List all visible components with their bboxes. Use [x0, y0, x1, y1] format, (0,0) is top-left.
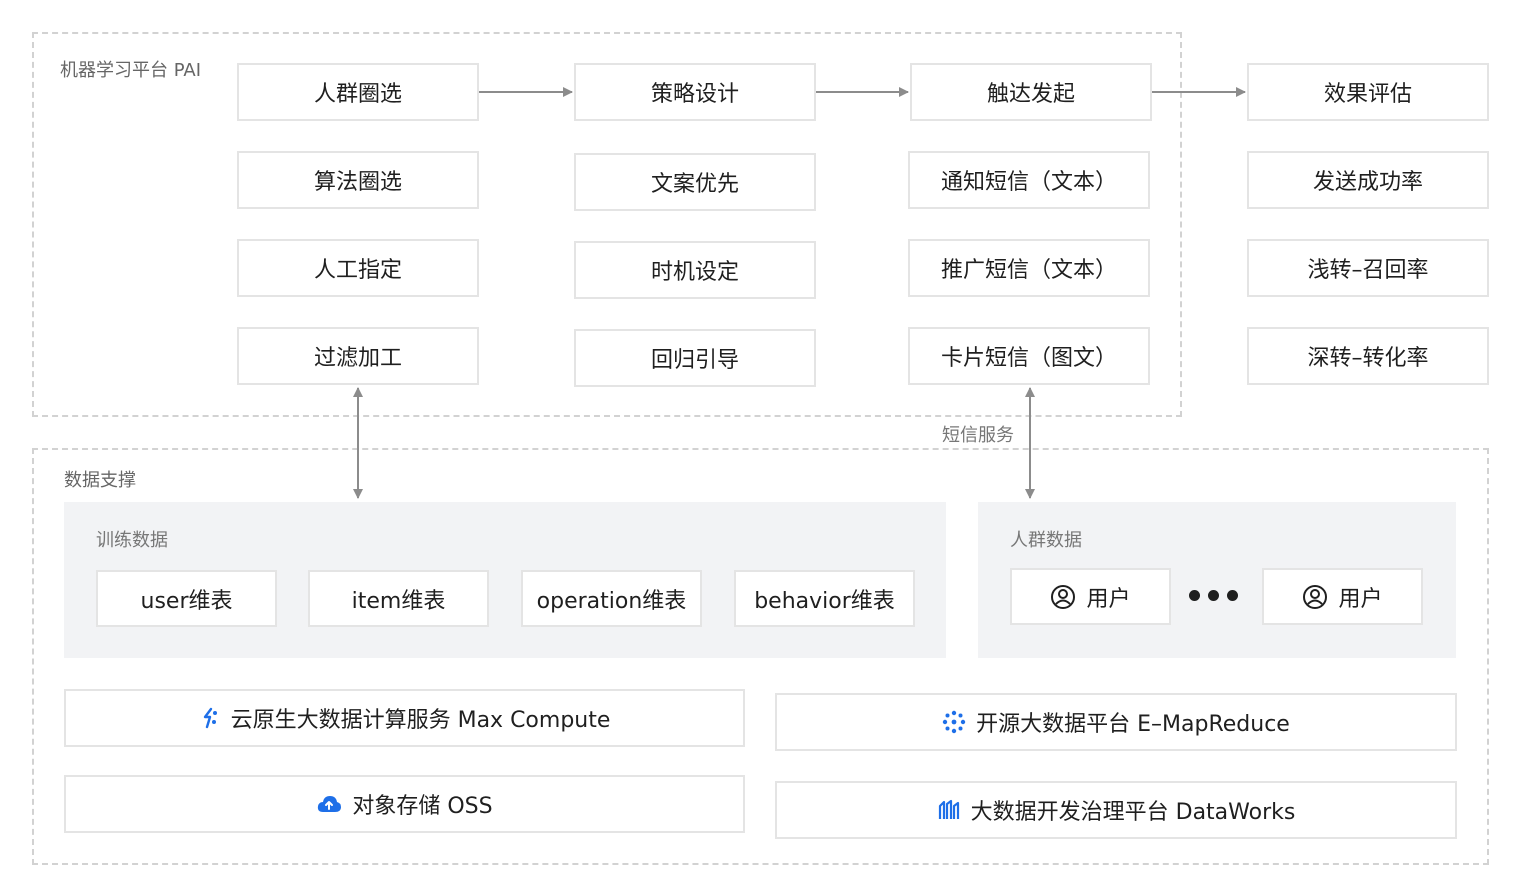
maxcompute-icon	[199, 707, 221, 729]
strategy-design-box: 策略设计	[574, 63, 816, 121]
pai-platform-label: 机器学习平台 PAI	[60, 60, 202, 81]
crowd-selection-box: 人群圈选	[237, 63, 479, 121]
ellipsis-dots	[1189, 590, 1238, 601]
dataworks-icon	[937, 798, 961, 822]
user-table-box: user维表	[96, 570, 277, 627]
dot	[1189, 590, 1200, 601]
user-box-1: 用户	[1010, 568, 1171, 625]
return-guide-box: 回归引导	[574, 329, 816, 387]
maxcompute-box: 云原生大数据计算服务 Max Compute	[64, 689, 745, 747]
copy-priority-box: 文案优先	[574, 153, 816, 211]
item-table-box: item维表	[308, 570, 489, 627]
oss-cloud-icon	[316, 793, 342, 815]
timing-setting-box: 时机设定	[574, 241, 816, 299]
data-support-group	[32, 448, 1489, 865]
emr-label: 开源大数据平台 E–MapReduce	[976, 712, 1290, 737]
maxcompute-label: 云原生大数据计算服务 Max Compute	[230, 708, 611, 733]
oss-box: 对象存储 OSS	[64, 775, 745, 833]
notice-sms-box: 通知短信（文本）	[908, 151, 1150, 209]
filter-process-box: 过滤加工	[237, 327, 479, 385]
send-success-rate-box: 发送成功率	[1247, 151, 1489, 209]
data-support-label: 数据支撑	[64, 470, 136, 491]
sms-service-label: 短信服务	[942, 425, 1014, 446]
behavior-table-box: behavior维表	[734, 570, 915, 627]
effect-eval-box: 效果评估	[1247, 63, 1489, 121]
manual-assign-box: 人工指定	[237, 239, 479, 297]
training-data-label: 训练数据	[96, 530, 168, 551]
user-box-2: 用户	[1262, 568, 1423, 625]
promo-sms-box: 推广短信（文本）	[908, 239, 1150, 297]
reach-launch-box: 触达发起	[910, 63, 1152, 121]
conversion-rate-box: 深转–转化率	[1247, 327, 1489, 385]
dot	[1227, 590, 1238, 601]
algorithm-selection-box: 算法圈选	[237, 151, 479, 209]
crowd-data-label: 人群数据	[1010, 530, 1082, 551]
recall-rate-box: 浅转–召回率	[1247, 239, 1489, 297]
user-circle-icon	[1302, 584, 1328, 610]
emr-box: 开源大数据平台 E–MapReduce	[775, 693, 1457, 751]
dot	[1208, 590, 1219, 601]
emr-icon	[942, 710, 966, 734]
user-label: 用户	[1338, 586, 1383, 612]
dataworks-label: 大数据开发治理平台 DataWorks	[970, 800, 1296, 825]
oss-label: 对象存储 OSS	[352, 794, 493, 819]
user-label: 用户	[1086, 586, 1131, 612]
dataworks-box: 大数据开发治理平台 DataWorks	[775, 781, 1457, 839]
operation-table-box: operation维表	[521, 570, 702, 627]
pai-platform-group	[32, 32, 1182, 417]
user-circle-icon	[1050, 584, 1076, 610]
card-sms-box: 卡片短信（图文）	[908, 327, 1150, 385]
